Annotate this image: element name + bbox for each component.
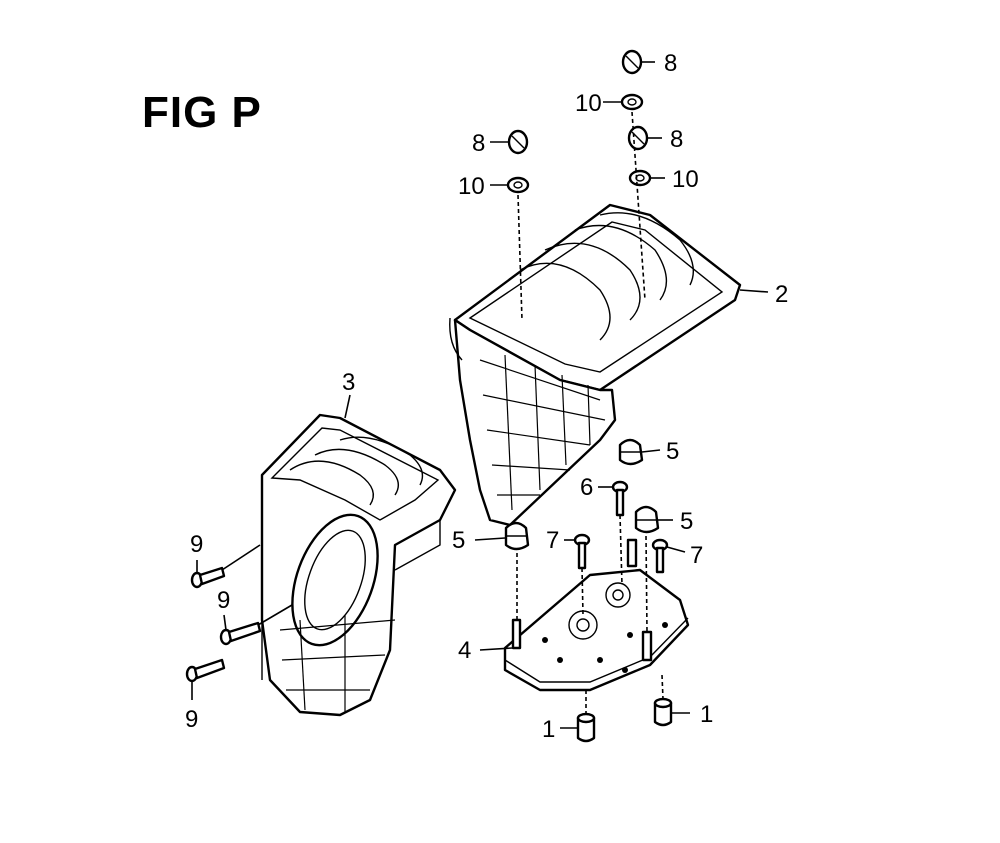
bolt-9-middle-axis <box>257 604 293 626</box>
nut-8-mid-right <box>627 125 649 151</box>
stud-right-top <box>626 538 638 568</box>
leader-lines <box>191 61 769 729</box>
nut-8-top-right <box>621 49 643 75</box>
damper-5-upper <box>618 438 644 466</box>
callout-8-left: 8 <box>472 130 485 157</box>
stud-left <box>511 618 522 650</box>
foot-1-left <box>576 712 596 743</box>
screw-6 <box>611 480 629 517</box>
callout-5-middle: 5 <box>680 508 693 535</box>
washer-10-left <box>506 176 530 194</box>
part-4-plate <box>503 568 690 692</box>
callout-7-right: 7 <box>690 542 703 569</box>
screw-6-axis <box>619 514 623 586</box>
foot-1-right-axis <box>661 674 664 700</box>
callout-1-left: 1 <box>542 716 555 743</box>
figure-title: FIG P <box>142 88 262 137</box>
screw-7-left-axis <box>581 567 584 616</box>
callout-1-right: 1 <box>700 701 713 728</box>
stud-right-bottom <box>641 630 653 662</box>
stud-axis-right <box>645 535 648 633</box>
bolt-9-upper-axis <box>221 544 261 571</box>
callout-3: 3 <box>342 369 355 396</box>
bolt-9-middle <box>219 621 262 646</box>
nut-8-left <box>507 129 529 155</box>
callout-8-mid: 8 <box>670 126 683 153</box>
axis-line-right <box>631 111 646 301</box>
damper-5-left <box>504 521 530 551</box>
callout-2: 2 <box>775 281 788 308</box>
callout-9-lower: 9 <box>185 706 198 733</box>
screw-7-left <box>573 533 591 570</box>
part-3-block <box>260 413 457 717</box>
callout-9-upper: 9 <box>190 531 203 558</box>
bolt-9-lower <box>185 658 226 683</box>
callout-4: 4 <box>458 637 471 664</box>
part-2-bracket <box>449 203 742 527</box>
callout-8-top: 8 <box>664 50 677 77</box>
washer-10-top-right <box>620 93 644 111</box>
damper-5-middle <box>634 505 660 534</box>
washer-10-mid-right <box>628 169 652 187</box>
screw-7-right <box>651 538 669 574</box>
callout-5-left: 5 <box>452 527 465 554</box>
callout-10-mid: 10 <box>672 166 699 193</box>
foot-1-right <box>653 697 673 727</box>
callout-9-middle: 9 <box>217 587 230 614</box>
callout-10-top: 10 <box>575 90 602 117</box>
callout-5-upper: 5 <box>666 438 679 465</box>
callout-6: 6 <box>580 474 593 501</box>
callout-10-left: 10 <box>458 173 485 200</box>
callout-7-left: 7 <box>546 527 559 554</box>
